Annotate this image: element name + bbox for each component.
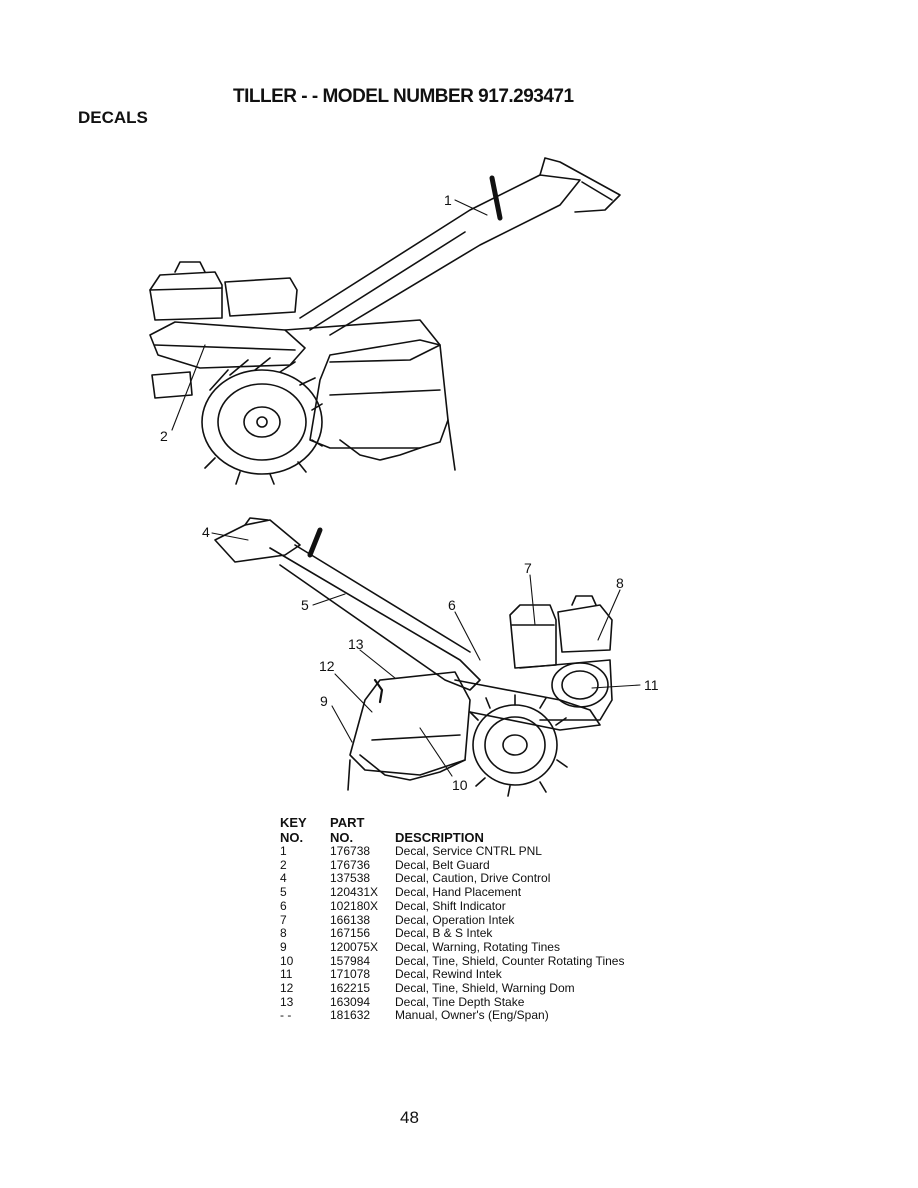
- table-row: 5 120431X Decal, Hand Placement: [280, 885, 655, 900]
- callout-13: 13: [348, 636, 364, 652]
- table-row: 11 171078 Decal, Rewind Intek: [280, 968, 655, 982]
- upper-tiller-drawing: [149, 157, 621, 485]
- description-cell: Decal, Hand Placement: [395, 885, 522, 900]
- table-row: 2 176736 Decal, Belt Guard: [280, 857, 655, 873]
- page-title: TILLER - - MODEL NUMBER 917.293471: [233, 86, 574, 107]
- part-cell: 157984: [330, 953, 371, 968]
- table-row: 1 176738 Decal, Service CNTRL PNL: [280, 844, 655, 859]
- description-cell: Decal, Shift Indicator: [395, 898, 506, 913]
- table-row: 8 167156 Decal, B & S Intek: [280, 927, 655, 941]
- table-row: 9 120075X Decal, Warning, Rotating Tines: [280, 939, 655, 955]
- part-cell: 162215: [330, 981, 371, 996]
- key-cell: 11: [280, 967, 293, 982]
- table-row: 10 157984 Decal, Tine, Shield, Counter Rot…: [280, 953, 655, 969]
- callout-6: 6: [448, 597, 456, 613]
- description-cell: Decal, B & S Intek: [395, 926, 493, 941]
- callout-5: 5: [301, 597, 309, 613]
- part-cell: 137538: [330, 871, 371, 886]
- callout-2: 2: [160, 428, 168, 444]
- callout-9: 9: [320, 693, 328, 709]
- description-cell: Decal, Operation Intek: [395, 912, 515, 927]
- description-cell: Manual, Owner's (Eng/Span): [395, 1008, 549, 1023]
- page-number: 48: [400, 1108, 419, 1127]
- section-heading: DECALS: [78, 108, 148, 127]
- part-cell: 120431X: [330, 885, 379, 900]
- key-cell: 1: [280, 844, 287, 858]
- callout-1: 1: [444, 192, 452, 208]
- callout-8: 8: [616, 575, 624, 591]
- part-cell: 176736: [330, 857, 371, 872]
- key-cell: 9: [280, 939, 287, 954]
- callout-10: 10: [452, 777, 468, 793]
- part-cell: 120075X: [330, 939, 379, 954]
- description-cell: Decal, Tine, Shield, Warning Dom: [395, 981, 575, 996]
- table-header-row: KEY PART: [280, 815, 655, 830]
- table-row: 12 162215 Decal, Tine, Shield, Warning Dom: [280, 981, 655, 996]
- callout-7: 7: [524, 560, 532, 576]
- table-row: 13 163094 Decal, Tine Depth Stake: [280, 994, 655, 1010]
- key-cell: 4: [280, 871, 287, 886]
- key-cell: 8: [280, 926, 287, 941]
- key-cell: 6: [280, 898, 287, 913]
- part-cell: 167156: [330, 926, 371, 941]
- table-row: - - 181632 Manual, Owner's (Eng/Span): [280, 1009, 655, 1023]
- table-header-row: NO. NO. DESCRIPTION: [280, 830, 655, 845]
- table-row: 7 166138 Decal, Operation Intek: [280, 912, 655, 928]
- header-key: KEY: [280, 815, 307, 830]
- header-part: PART: [330, 815, 365, 830]
- part-cell: 171078: [330, 967, 371, 982]
- description-cell: Decal, Tine, Shield, Counter Rotating Ti…: [395, 953, 625, 968]
- part-cell: 163094: [330, 994, 371, 1009]
- key-cell: 10: [280, 953, 294, 968]
- header-part-no: NO.: [330, 830, 354, 845]
- description-cell: Decal, Warning, Rotating Tines: [395, 939, 560, 954]
- part-cell: 102180X: [330, 898, 379, 913]
- description-cell: Decal, Rewind Intek: [395, 967, 502, 982]
- description-cell: Decal, Caution, Drive Control: [395, 871, 551, 886]
- key-cell: 7: [280, 912, 287, 927]
- callout-4: 4: [202, 524, 210, 540]
- key-cell: 12: [280, 981, 294, 996]
- description-cell: Decal, Service CNTRL PNL: [395, 844, 542, 858]
- table-row: 6 102180X Decal, Shift Indicator: [280, 898, 655, 914]
- key-cell: 2: [280, 857, 287, 872]
- description-cell: Decal, Belt Guard: [395, 857, 490, 872]
- table-row: 4 137538 Decal, Caution, Drive Control: [280, 872, 655, 886]
- lower-tiller-drawing: [214, 517, 613, 797]
- tiller-illustrations: 1 2 4: [149, 157, 659, 797]
- header-description: DESCRIPTION: [395, 830, 484, 845]
- key-cell: 5: [280, 885, 287, 900]
- header-key-no: NO.: [280, 830, 304, 845]
- part-cell: 176738: [330, 844, 371, 858]
- callout-12: 12: [319, 658, 335, 674]
- key-cell: 13: [280, 994, 294, 1009]
- part-cell: 181632: [330, 1008, 371, 1023]
- key-cell: - -: [280, 1008, 292, 1023]
- callout-11: 11: [644, 677, 659, 693]
- description-cell: Decal, Tine Depth Stake: [395, 994, 525, 1009]
- part-cell: 166138: [330, 912, 371, 927]
